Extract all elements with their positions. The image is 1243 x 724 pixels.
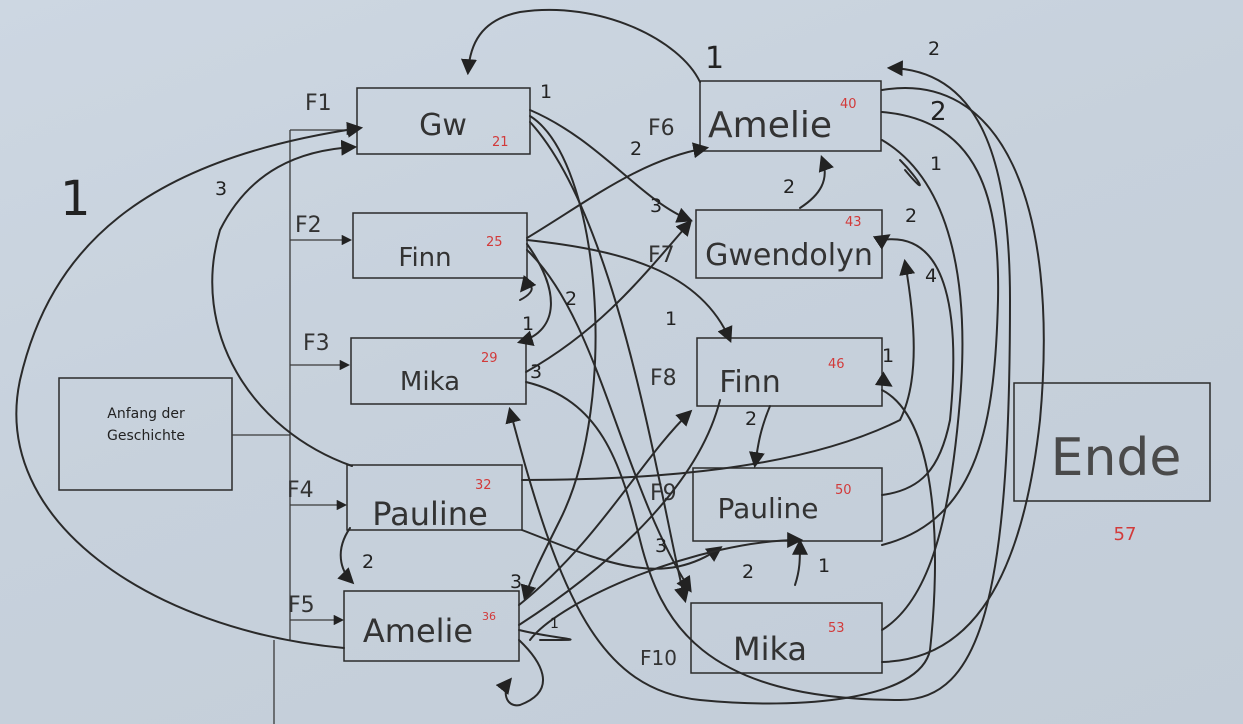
- weight-label: 2: [783, 176, 795, 198]
- node-f9-name: Pauline: [717, 492, 818, 525]
- weight-label: 1: [60, 171, 91, 227]
- weight-label: 1: [665, 308, 677, 330]
- node-f8: F8 Finn 46: [650, 337, 883, 407]
- trunk-lines: [232, 124, 358, 724]
- node-f3-name: Mika: [400, 367, 460, 397]
- weight-label: 1: [930, 153, 942, 175]
- node-f1-id: F1: [305, 91, 332, 116]
- weight-label: 1: [540, 81, 552, 103]
- node-f6-number: 40: [840, 97, 857, 112]
- weight-label: 1: [818, 555, 830, 577]
- weight-label: 1: [882, 345, 894, 367]
- node-f6: F6 Amelie 40: [648, 80, 882, 152]
- connector-curves: [15, 8, 1045, 707]
- node-f4-number: 32: [475, 478, 492, 493]
- weight-label: 2: [742, 561, 754, 583]
- node-f8-number: 46: [828, 357, 845, 372]
- node-f4: F4 Pauline 32: [287, 464, 523, 533]
- start-label-line2: Geschichte: [107, 428, 185, 444]
- node-f10-id: F10: [640, 646, 677, 670]
- weight-label: 2: [565, 288, 577, 310]
- weight-label: 2: [928, 38, 940, 60]
- node-f5: F5 Amelie 36: [288, 590, 520, 662]
- node-f10-number: 53: [828, 621, 845, 636]
- node-f10-name: Mika: [733, 630, 807, 668]
- node-f6-name: Amelie: [708, 105, 832, 146]
- node-f1-number: 21: [492, 135, 509, 150]
- weight-label: 3: [530, 361, 542, 383]
- node-f5-id: F5: [288, 593, 315, 618]
- node-f3-id: F3: [303, 331, 330, 356]
- edge-weights: 1 1 3 2 2 3 2 1 3 1 2 2 1 2 4 1 2 3 2 1 …: [60, 38, 947, 632]
- weight-label: 1: [522, 313, 534, 335]
- node-f9-number: 50: [835, 483, 852, 498]
- node-f5-number: 36: [482, 610, 496, 623]
- node-f8-id: F8: [650, 366, 677, 391]
- node-f2-number: 25: [486, 235, 503, 250]
- weight-label: 2: [745, 408, 757, 430]
- weight-label: 3: [650, 195, 662, 217]
- weight-label: 3: [215, 178, 227, 200]
- node-f7-number: 43: [845, 215, 862, 230]
- node-f2: F2 Finn 25: [295, 212, 528, 279]
- weight-label: 2: [630, 138, 642, 160]
- weight-label: 1: [705, 41, 724, 76]
- node-f4-id: F4: [287, 478, 314, 503]
- node-f4-name: Pauline: [372, 495, 488, 533]
- node-f2-id: F2: [295, 213, 322, 238]
- end-label: Ende: [1051, 428, 1182, 488]
- weight-label: 4: [925, 265, 937, 287]
- end-node: Ende 57: [1013, 382, 1211, 545]
- weight-label: 2: [930, 97, 947, 127]
- node-f5-name: Amelie: [363, 612, 473, 650]
- node-f2-name: Finn: [398, 243, 451, 273]
- weight-label: 3: [510, 571, 522, 593]
- node-f1: F1 Gw 21: [305, 87, 531, 155]
- node-f1-name: Gw: [419, 108, 467, 143]
- node-f3: F3 Mika 29: [303, 331, 527, 405]
- node-f6-id: F6: [648, 116, 675, 141]
- node-f10: F10 Mika 53: [640, 602, 883, 674]
- node-f9: F9 Pauline 50: [650, 467, 883, 542]
- node-f8-name: Finn: [719, 365, 780, 400]
- weight-label: 2: [905, 205, 917, 227]
- weight-label: 2: [362, 551, 374, 573]
- end-number: 57: [1114, 524, 1137, 545]
- node-f7: F7 Gwendolyn 43: [648, 209, 883, 279]
- start-node: Anfang der Geschichte: [58, 377, 233, 491]
- start-label-line1: Anfang der: [107, 406, 185, 422]
- weight-label: 1: [550, 616, 559, 632]
- node-f7-name: Gwendolyn: [705, 238, 873, 273]
- weight-label: 3: [655, 535, 667, 557]
- node-f3-number: 29: [481, 351, 498, 366]
